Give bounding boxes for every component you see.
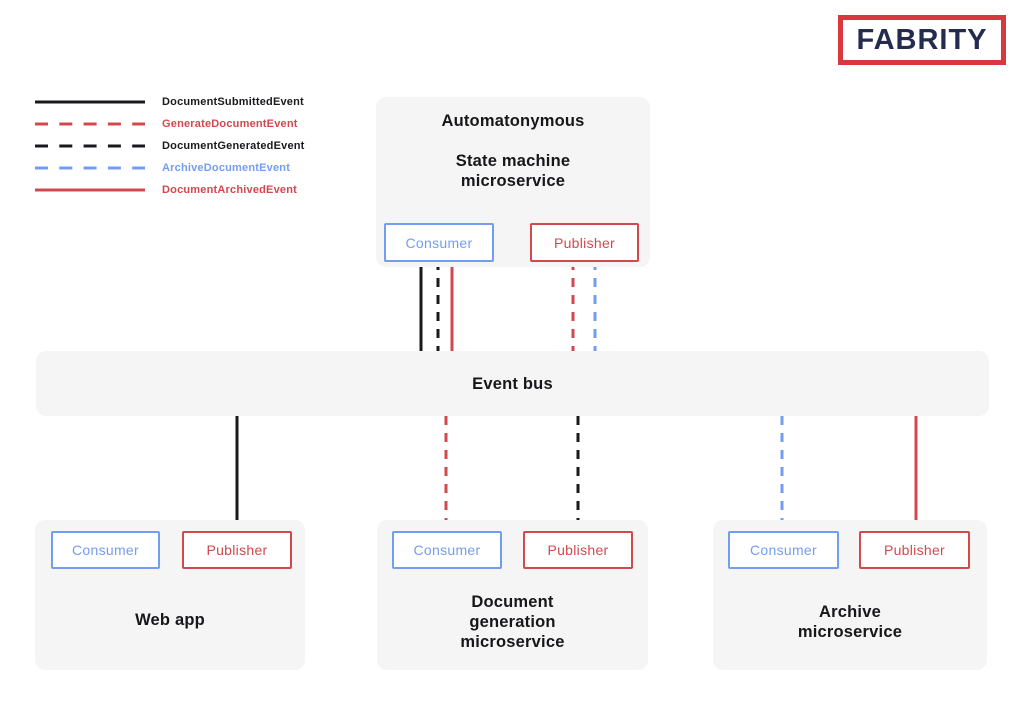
document-generation-title-line: Document	[471, 593, 554, 611]
web-app-title: Web app	[35, 610, 305, 630]
archive-publisher-chip: Publisher	[859, 531, 970, 569]
legend-item: GenerateDocumentEvent	[35, 113, 305, 135]
legend-item: DocumentArchivedEvent	[35, 179, 305, 201]
legend-line-swatch	[35, 166, 145, 170]
document-generation-publisher-chip: Publisher	[523, 531, 633, 569]
state-machine-subtitle-line1: State machine	[455, 152, 571, 170]
publisher-chip-label: Publisher	[553, 234, 616, 251]
publisher-chip-label: Publisher	[547, 542, 609, 558]
web-app-consumer-chip: Consumer	[51, 531, 160, 569]
legend-line-swatch	[35, 100, 145, 104]
fabrity-logo-text: FABRITY	[856, 23, 988, 56]
legend-line-swatch	[35, 122, 145, 126]
legend-item: DocumentSubmittedEvent	[35, 91, 305, 113]
legend-item: ArchiveDocumentEvent	[35, 157, 305, 179]
legend-label: DocumentArchivedEvent	[162, 184, 298, 196]
consumer-chip-label: Consumer	[405, 234, 473, 251]
legend-label: ArchiveDocumentEvent	[162, 162, 291, 174]
legend-label: GenerateDocumentEvent	[162, 118, 298, 130]
legend-line-swatch	[35, 144, 145, 148]
legend: DocumentSubmittedEvent GenerateDocumentE…	[35, 91, 305, 201]
legend-label: DocumentGeneratedEvent	[162, 140, 305, 152]
legend-label: DocumentSubmittedEvent	[162, 96, 304, 108]
publisher-chip-label: Publisher	[206, 542, 268, 558]
consumer-chip-label: Consumer	[72, 542, 139, 558]
state-machine-consumer-chip: Consumer	[384, 223, 494, 262]
web-app-publisher-chip: Publisher	[182, 531, 292, 569]
state-machine-subtitle: State machine microservice	[376, 151, 650, 191]
state-machine-subtitle-line2: microservice	[460, 172, 566, 190]
archive-consumer-chip: Consumer	[728, 531, 839, 569]
document-generation-title-line: generation	[469, 613, 556, 631]
state-machine-publisher-chip: Publisher	[530, 223, 639, 262]
consumer-chip-label: Consumer	[413, 542, 481, 558]
document-generation-title-line: microservice	[460, 633, 565, 651]
document-generation-consumer-chip: Consumer	[392, 531, 502, 569]
fabrity-logo: FABRITY	[838, 15, 1006, 65]
consumer-chip-label: Consumer	[750, 542, 817, 558]
event-bus-label: Event bus	[472, 374, 553, 393]
web-app-title-line: Web app	[135, 611, 205, 629]
legend-line-swatch	[35, 188, 145, 192]
state-machine-title: Automatonymous	[441, 112, 585, 130]
event-bus: Event bus	[36, 351, 989, 416]
archive-title: Archive microservice	[713, 602, 987, 642]
publisher-chip-label: Publisher	[883, 542, 946, 558]
archive-title-line: Archive	[819, 603, 881, 621]
archive-title-line: microservice	[797, 623, 903, 641]
document-generation-title: Document generation microservice	[377, 592, 648, 652]
legend-item: DocumentGeneratedEvent	[35, 135, 305, 157]
